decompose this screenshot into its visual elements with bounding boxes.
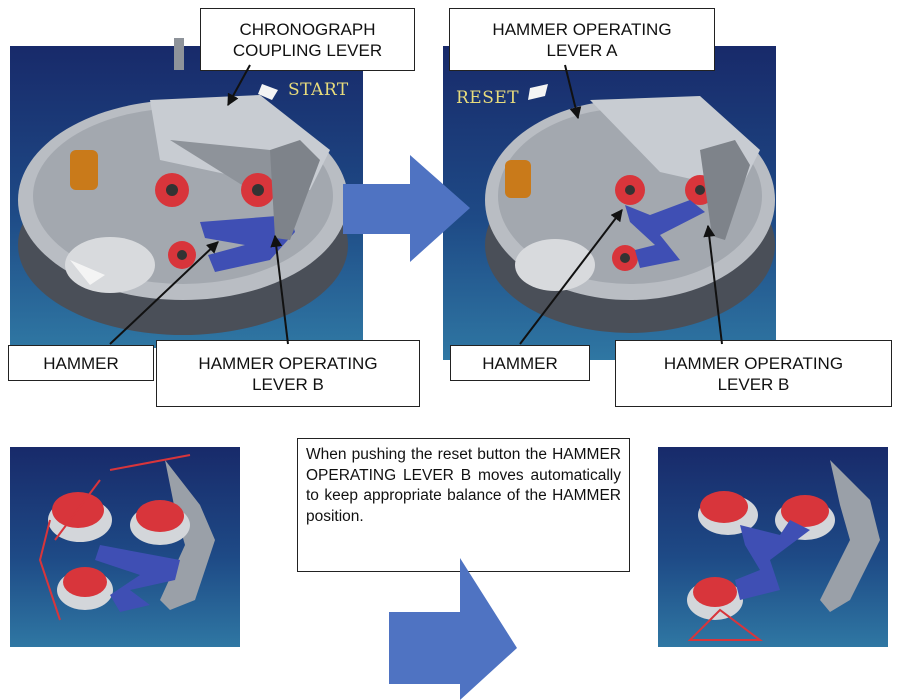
- leader-hammer-left: [110, 242, 218, 344]
- leader-hammer-op-lever-b-left: [275, 236, 288, 344]
- leader-hammer-op-lever-b-right: [708, 226, 722, 344]
- leader-hammer-right: [520, 210, 622, 344]
- leader-chrono-coupling-lever: [228, 65, 250, 105]
- leader-hammer-op-lever-a: [565, 65, 578, 118]
